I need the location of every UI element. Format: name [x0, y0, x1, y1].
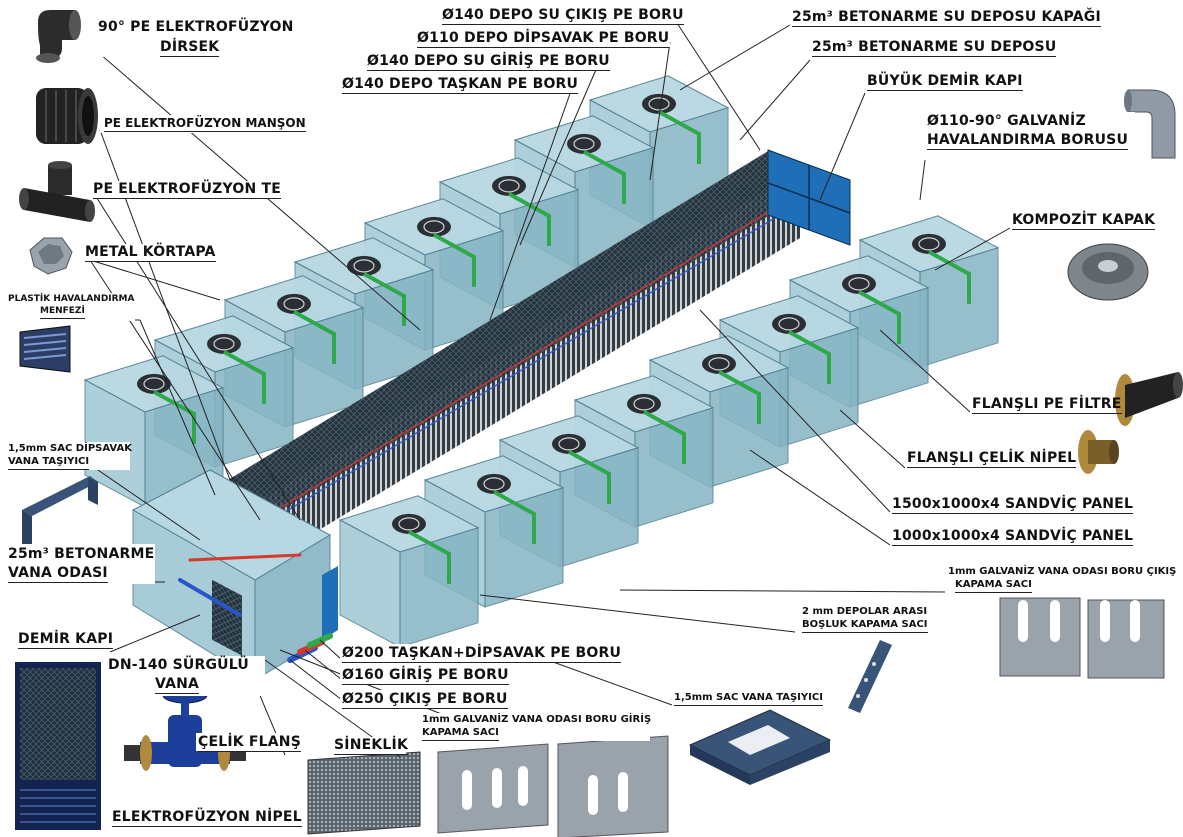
tank-manhole-cover-icon: [392, 513, 426, 534]
label-tank-outlet-pipe: Ø140 DEPO SU ÇIKIŞ PE BORU: [442, 7, 684, 23]
label-flyscreen: SİNEKLİK: [334, 737, 408, 753]
tank-manhole-cover-icon: [567, 133, 601, 154]
flanged-steel-nipple-icon: [1078, 430, 1119, 474]
tank-manhole-cover-icon: [552, 433, 586, 454]
tank-manhole-cover-icon: [627, 393, 661, 414]
gap-cover-strip-icon: [848, 640, 892, 713]
tank-manhole-cover-icon: [702, 353, 736, 374]
label-inlet-pipe-160: Ø160 GİRİŞ PE BORU: [342, 667, 509, 683]
inlet-cover-plate-icon: [557, 735, 669, 837]
galvanized-vent-pipe-icon: [1124, 89, 1176, 159]
upper-tank-row: [83, 75, 730, 508]
label-overflow-pipe-200: Ø200 TAŞKAN+DİPSAVAK PE BORU: [342, 645, 622, 661]
label-valve-room-line2: VANA ODASI: [8, 565, 108, 581]
flyscreen-icon: [307, 751, 421, 835]
lower-tank: [498, 415, 640, 568]
label-valve-room-line1: 25m³ BETONARME: [8, 546, 155, 562]
label-inlet-cover-line2: KAPAMA SACI: [422, 728, 499, 741]
composite-cover-icon: [1067, 243, 1149, 301]
label-outlet-pipe-250: Ø250 ÇIKIŞ PE BORU: [342, 691, 508, 707]
label-tank-overflow-pipe: Ø140 DEPO TAŞKAN PE BORU: [342, 76, 579, 92]
pe-elbow-icon: [36, 10, 81, 63]
label-coupling: PE ELEKTROFÜZYON MANŞON: [104, 116, 306, 130]
label-panel-1500: 1500x1000x4 SANDVİÇ PANEL: [892, 496, 1134, 512]
label-vent-pipe-line1: Ø110-90° GALVANİZ: [927, 113, 1086, 129]
label-dipsavak-carrier-line1: 1,5mm SAC DİPSAVAK: [8, 443, 132, 454]
label-elbow-line2: DİRSEK: [160, 39, 220, 55]
pe-tee-icon: [19, 161, 95, 222]
label-electrofusion-nipple: ELEKTROFÜZYON NİPEL: [112, 809, 302, 825]
label-vent-pipe-line2: HAVALANDIRMA BORUSU: [927, 132, 1129, 148]
label-iron-door: DEMİR KAPI: [18, 631, 114, 647]
label-gap-cover-line2: BOŞLUK KAPAMA SACI: [802, 620, 928, 633]
tank-manhole-cover-icon: [277, 293, 311, 314]
upper-tank: [153, 315, 295, 468]
label-composite-cover: KOMPOZİT KAPAK: [1012, 212, 1156, 228]
label-blind-cap: METAL KÖRTAPA: [85, 244, 216, 260]
lower-tank-row: [338, 215, 1000, 648]
plastic-vent-grille-icon: [19, 325, 71, 373]
sandwich-panel-corridor: [215, 150, 800, 575]
label-pe-filter: FLANŞLI PE FİLTRE: [972, 396, 1122, 412]
label-tank-cover: 25m³ BETONARME SU DEPOSU KAPAĞI: [792, 9, 1101, 25]
lower-tank: [858, 215, 1000, 368]
inlet-cover-plate-icon: [437, 743, 549, 834]
label-panel-1000: 1000x1000x4 SANDVİÇ PANEL: [892, 528, 1134, 544]
tank-manhole-cover-icon: [477, 473, 511, 494]
label-water-tank: 25m³ BETONARME SU DEPOSU: [812, 39, 1057, 55]
dipsavak-valve-carrier-icon: [22, 476, 98, 550]
label-large-door: BÜYÜK DEMİR KAPI: [867, 73, 1023, 89]
label-tank-drain-pipe: Ø110 DEPO DİPSAVAK PE BORU: [417, 30, 670, 46]
lower-tank: [338, 495, 480, 648]
tank-manhole-cover-icon: [137, 373, 171, 394]
label-tank-inlet-pipe: Ø140 DEPO SU GİRİŞ PE BORU: [367, 53, 610, 69]
label-dipsavak-carrier-line2: VANA TAŞIYICI: [8, 457, 89, 470]
flanged-pe-filter-icon: [1115, 372, 1183, 426]
large-iron-door: [767, 149, 851, 246]
gate-valve-icon: [124, 686, 246, 771]
label-steel-nipple: FLANŞLI ÇELİK NİPEL: [907, 450, 1077, 466]
valve-room: [131, 469, 338, 681]
tank-manhole-cover-icon: [207, 333, 241, 354]
tank-manhole-cover-icon: [492, 175, 526, 196]
label-gate-valve-line2: VANA: [155, 676, 200, 692]
label-outlet-cover-line2: KAPAMA SACI: [955, 580, 1032, 593]
label-valve-carrier: 1,5mm SAC VANA TAŞIYICI: [674, 693, 823, 706]
label-inlet-cover-line1: 1mm GALVANİZ VANA ODASI BORU GİRİŞ: [422, 714, 652, 725]
tank-manhole-cover-icon: [912, 233, 946, 254]
label-gap-cover-line1: 2 mm DEPOLAR ARASI: [802, 606, 928, 617]
tank-manhole-cover-icon: [347, 255, 381, 276]
pe-coupling-icon: [36, 88, 98, 144]
label-vent-grille-line2: MENFEZİ: [40, 307, 85, 319]
valve-carrier-icon: [688, 709, 832, 785]
label-outlet-cover-line1: 1mm GALVANİZ VANA ODASI BORU ÇIKIŞ: [948, 566, 1177, 577]
label-gate-valve-line1: DN-140 SÜRGÜLÜ: [108, 657, 249, 673]
iron-door-icon: [15, 662, 101, 830]
tank-manhole-cover-icon: [842, 273, 876, 294]
outlet-cover-plate-icon: [999, 597, 1165, 679]
label-tee: PE ELEKTROFÜZYON TE: [93, 181, 281, 197]
label-steel-flange: ÇELİK FLANŞ: [198, 734, 302, 750]
label-elbow-line1: 90° PE ELEKTROFÜZYON: [98, 19, 294, 35]
metal-blind-cap-icon: [29, 237, 73, 275]
tank-manhole-cover-icon: [772, 313, 806, 334]
tank-manhole-cover-icon: [642, 93, 676, 114]
tank-manhole-cover-icon: [417, 216, 451, 237]
label-vent-grille-line1: PLASTİK HAVALANDIRMA: [8, 294, 135, 304]
